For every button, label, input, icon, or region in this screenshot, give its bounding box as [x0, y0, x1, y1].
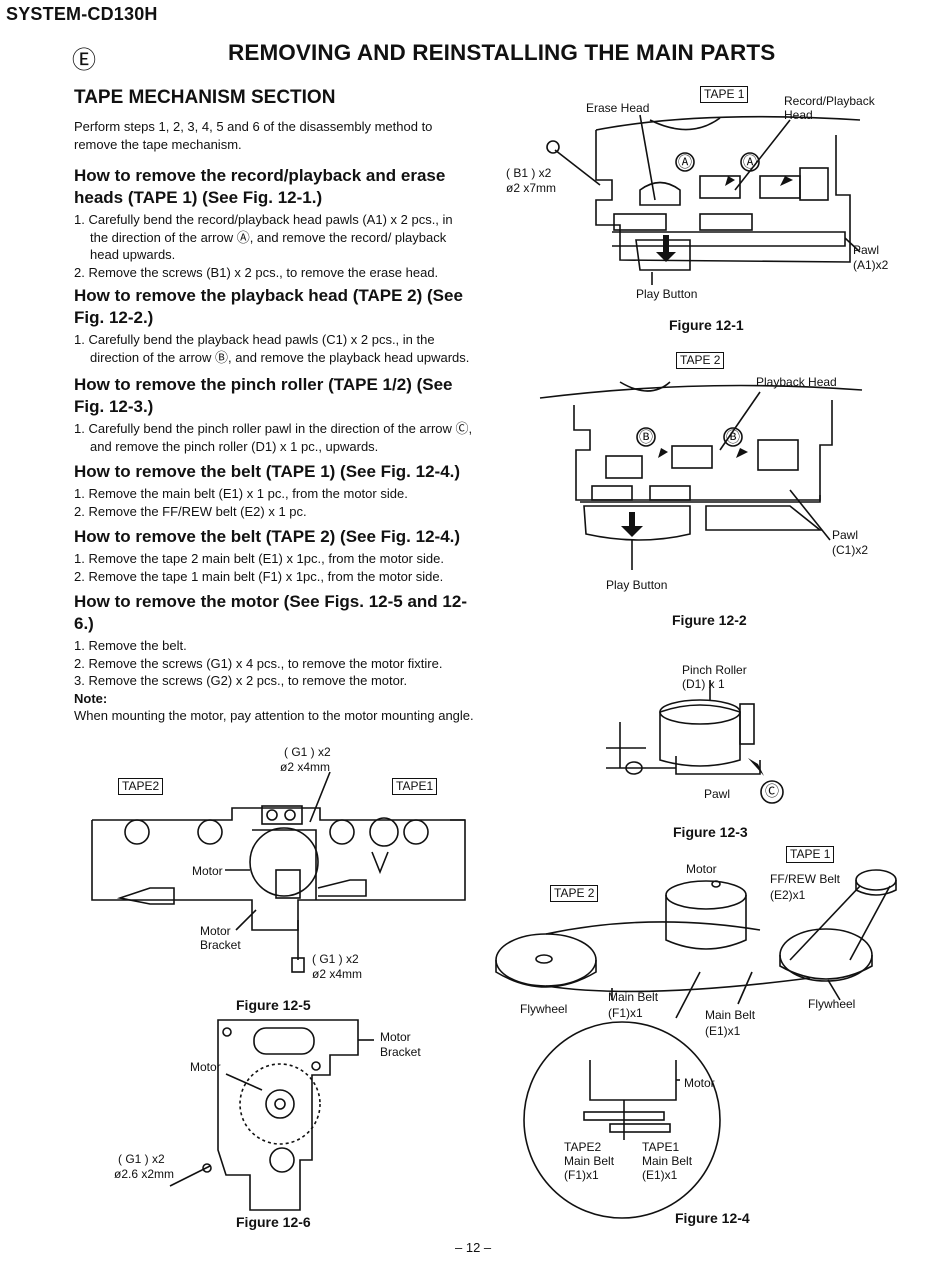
- figure-caption: Figure 12-4: [675, 1210, 750, 1226]
- step: 3. Remove the screws (G2) x 2 pcs., to r…: [74, 673, 408, 688]
- procedure-steps: 1. Remove the tape 2 main belt (E1) x 1p…: [74, 550, 474, 585]
- arrow-c-marker: Ⓒ: [765, 783, 779, 799]
- arrow-a-marker: Ⓐ: [678, 154, 692, 170]
- screw-size-label: ø2 x4mm: [280, 760, 331, 774]
- tape-label: TAPE 1: [786, 846, 835, 863]
- motor-label: Motor: [686, 862, 717, 876]
- step: 1. Remove the main belt (E1) x 1 pc., fr…: [74, 486, 408, 501]
- tape-label: TAPE2: [118, 778, 164, 795]
- procedure-steps: 1. Carefully bend the pinch roller pawl …: [74, 420, 474, 455]
- ffrew-belt-label: FF/REW Belt: [770, 872, 841, 886]
- pawl-label: Pawl: [704, 787, 731, 801]
- screw-label: ( G1 ) x2: [312, 952, 359, 966]
- figure-caption: Figure 12-3: [673, 824, 748, 840]
- arrow-b-marker: Ⓑ: [639, 429, 653, 445]
- model-name: SYSTEM-CD130H: [6, 4, 158, 24]
- tape-label: TAPE 2: [676, 352, 725, 369]
- screw-label: ( G1 ) x2: [284, 745, 331, 759]
- motor-label: Motor: [190, 1060, 221, 1074]
- procedure-steps: 1. Carefully bend the playback head pawl…: [74, 331, 474, 366]
- procedure-title: How to remove the belt (TAPE 1) (See Fig…: [74, 462, 461, 481]
- section-title: TAPE MECHANISM SECTION: [74, 87, 336, 108]
- step: 1. Remove the tape 2 main belt (E1) x 1p…: [74, 551, 444, 566]
- main-belt-label: Main Belt: [608, 990, 659, 1004]
- flywheel-label: Flywheel: [520, 1002, 568, 1016]
- pawl-label: Pawl: [853, 243, 880, 257]
- section-mark: Ⓔ: [72, 47, 96, 74]
- bracket-label-2: Bracket: [200, 938, 241, 952]
- figure-caption: Figure 12-2: [672, 612, 747, 628]
- motor-label: Motor: [192, 864, 223, 878]
- bracket-label-2: Bracket: [380, 1045, 421, 1059]
- motor-detail-label: Motor: [684, 1076, 715, 1090]
- bracket-label: Motor: [380, 1030, 411, 1044]
- play-button-label: Play Button: [636, 287, 698, 301]
- step: 2. Remove the FF/REW belt (E2) x 1 pc.: [74, 503, 307, 519]
- note-label: Note:: [74, 690, 108, 706]
- page-title: REMOVING AND REINSTALLING THE MAIN PARTS: [228, 40, 776, 65]
- procedure-title: How to remove the pinch roller (TAPE 1/2…: [74, 375, 453, 416]
- tape2-qty-label: (F1)x1: [564, 1168, 599, 1182]
- arrow-a-marker: Ⓐ: [743, 154, 757, 170]
- erase-head-label: Erase Head: [586, 101, 650, 115]
- main-belt-qty-label: (E1)x1: [705, 1024, 741, 1038]
- procedure-title: How to remove the motor (See Figs. 12-5 …: [74, 592, 467, 633]
- tape2-belt-label: Main Belt: [564, 1154, 615, 1168]
- tape-label: TAPE 2: [550, 885, 599, 902]
- step: 1. Carefully bend the playback head pawl…: [74, 332, 470, 365]
- note-text: When mounting the motor, pay attention t…: [74, 708, 474, 723]
- tape1-label: TAPE1: [642, 1140, 680, 1154]
- step: 2. Remove the screws (G1) x 4 pcs., to r…: [74, 655, 443, 671]
- ffrew-belt-qty-label: (E2)x1: [770, 888, 806, 902]
- step: 1. Carefully bend the pinch roller pawl …: [74, 421, 473, 454]
- pawl-label: Pawl: [832, 528, 859, 542]
- screw-size-label: ø2.6 x2mm: [114, 1167, 175, 1181]
- main-belt-label: Main Belt: [705, 1008, 756, 1022]
- procedure-title: How to remove the record/playback and er…: [74, 166, 446, 207]
- screw-size-label: ø2 x7mm: [506, 181, 557, 195]
- procedure-steps: 1. Remove the main belt (E1) x 1 pc., fr…: [74, 485, 474, 520]
- pinch-roller-qty-label: (D1) x 1: [682, 677, 725, 691]
- pawl-qty-label: (C1)x2: [832, 543, 869, 557]
- procedure-steps: 1. Remove the belt. 2. Remove the screws…: [74, 637, 474, 690]
- playback-head-label: Playback Head: [756, 375, 837, 389]
- figure-caption: Figure 12-1: [669, 317, 744, 333]
- tape-label: TAPE 1: [700, 86, 749, 103]
- arrow-b-marker: Ⓑ: [726, 429, 740, 445]
- procedure-title: How to remove the playback head (TAPE 2)…: [74, 286, 463, 327]
- screw-size-label: ø2 x4mm: [312, 967, 363, 981]
- step: 2. Remove the tape 1 main belt (F1) x 1p…: [74, 568, 444, 584]
- step: 2. Remove the screws (B1) x 2 pcs., to r…: [74, 264, 439, 280]
- procedure-steps: 1. Carefully bend the record/playback he…: [74, 211, 474, 281]
- figure-caption: Figure 12-5: [236, 997, 311, 1013]
- flywheel-label: Flywheel: [808, 997, 856, 1011]
- tape1-qty-label: (E1)x1: [642, 1168, 678, 1182]
- instructions-column: Perform steps 1, 2, 3, 4, 5 and 6 of the…: [74, 118, 474, 725]
- tape-label: TAPE1: [392, 778, 438, 795]
- step: 1. Carefully bend the record/playback he…: [74, 212, 453, 262]
- rec-head-label: Record/Playback Head: [784, 94, 875, 122]
- bracket-label: Motor: [200, 924, 231, 938]
- screw-label: ( G1 ) x2: [118, 1152, 165, 1166]
- page-number: – 12 –: [455, 1240, 492, 1255]
- procedure-title: How to remove the belt (TAPE 2) (See Fig…: [74, 527, 461, 546]
- intro-text: Perform steps 1, 2, 3, 4, 5 and 6 of the…: [74, 119, 433, 152]
- play-button-label: Play Button: [606, 578, 668, 592]
- screw-label: ( B1 ) x2: [506, 166, 552, 180]
- pawl-qty-label: (A1)x2: [853, 258, 889, 272]
- step: 1. Remove the belt.: [74, 638, 187, 653]
- tape2-label: TAPE2: [564, 1140, 602, 1154]
- tape1-belt-label: Main Belt: [642, 1154, 693, 1168]
- figure-caption: Figure 12-6: [236, 1214, 311, 1230]
- pinch-roller-label: Pinch Roller: [682, 663, 747, 677]
- main-belt-qty-label: (F1)x1: [608, 1006, 643, 1020]
